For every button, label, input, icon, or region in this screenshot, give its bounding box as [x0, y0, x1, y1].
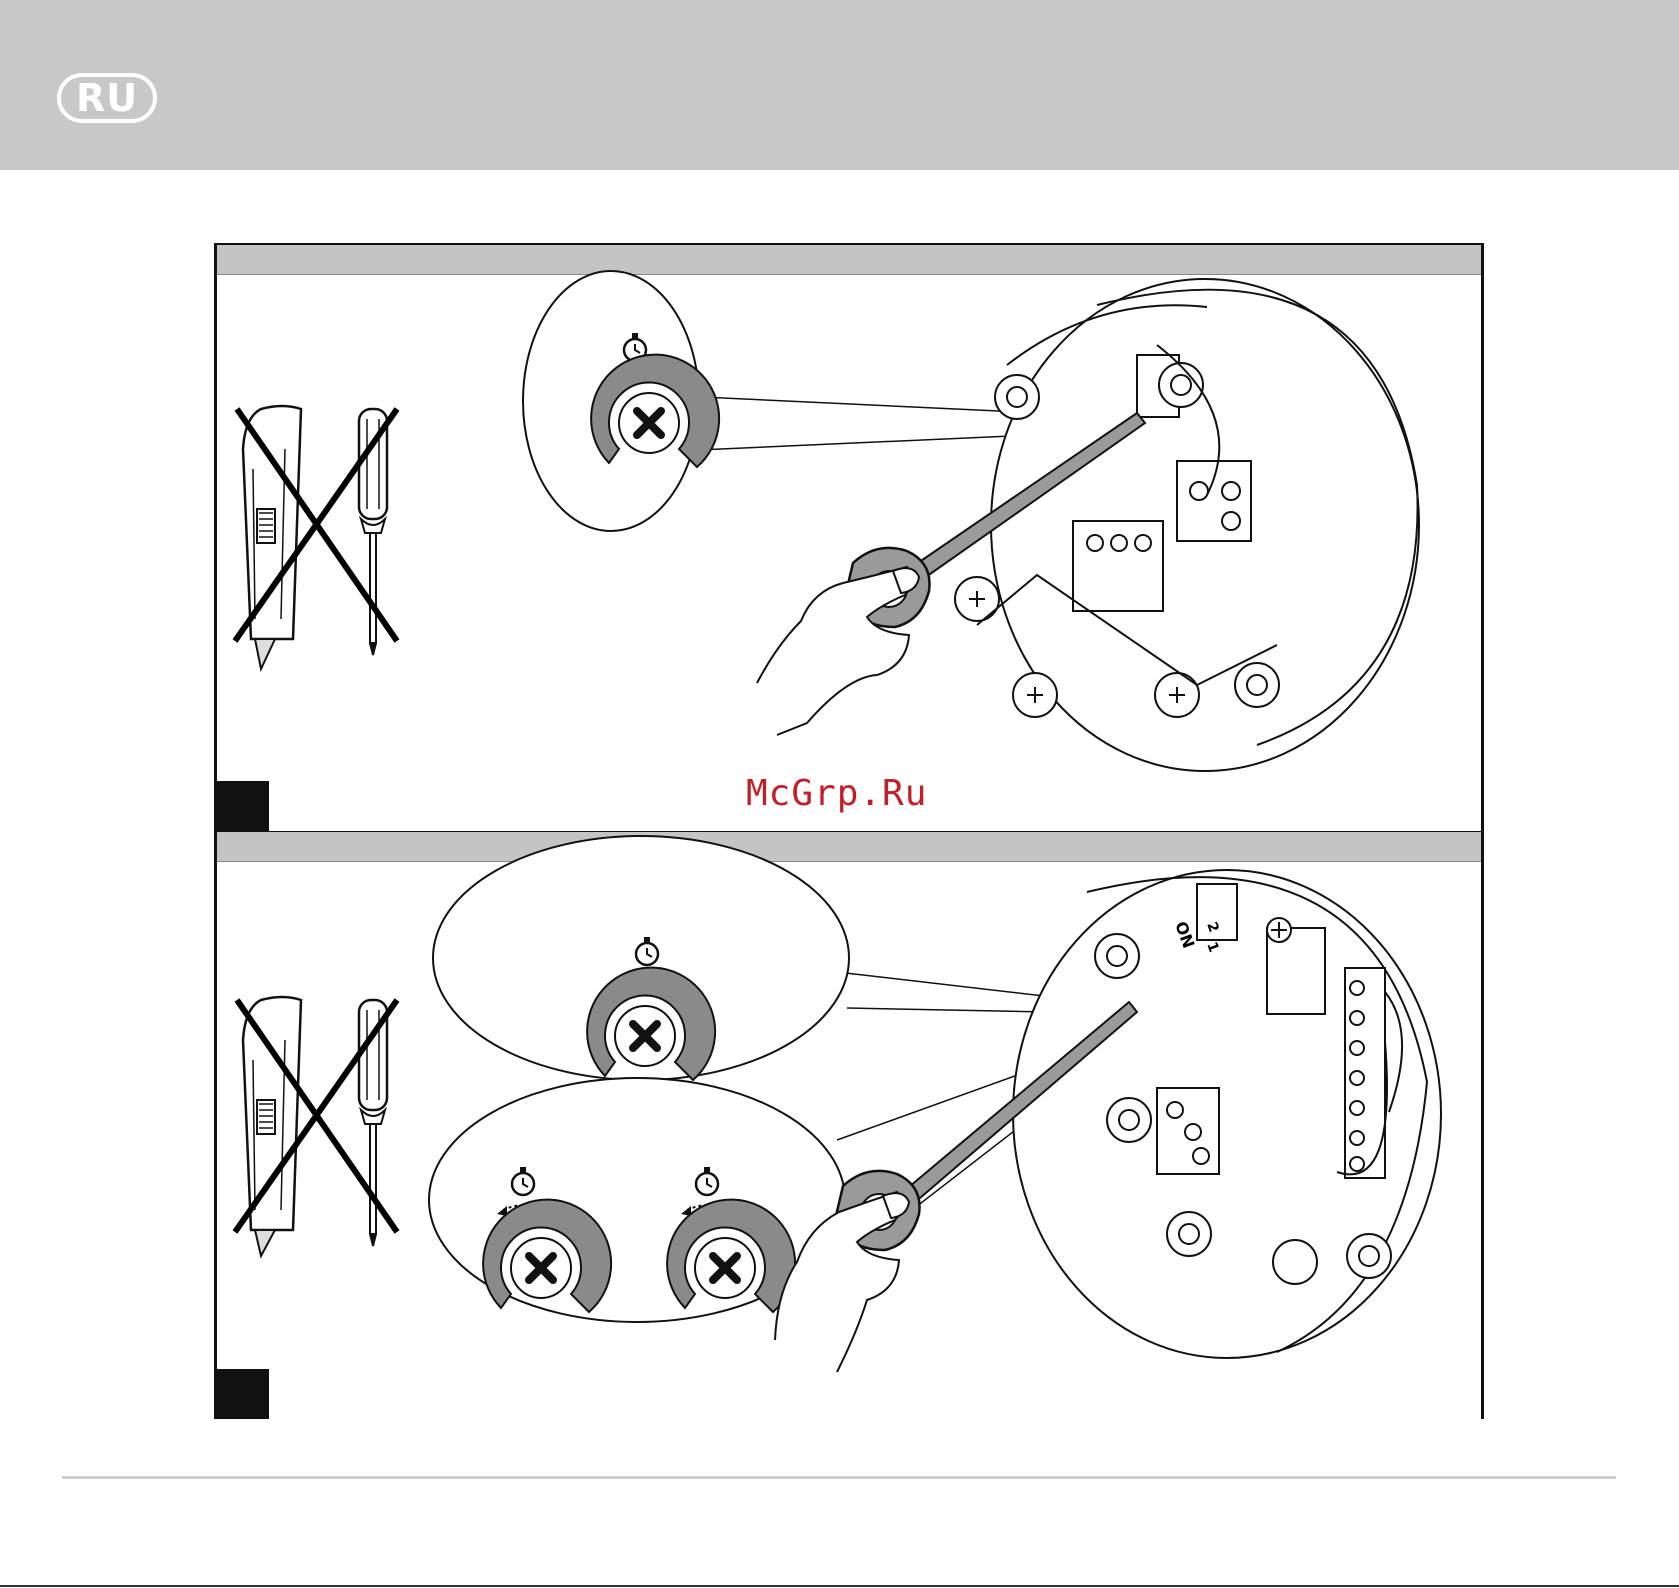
- hand-illustration: [757, 567, 919, 735]
- bottom-edge-rule: [0, 1585, 1679, 1587]
- header-band: RU: [0, 0, 1679, 170]
- device-base-illustration: [1013, 870, 1441, 1358]
- language-badge: RU: [57, 73, 157, 123]
- forbidden-tools-icon: [235, 406, 397, 669]
- watermark-text: McGrp.Ru: [746, 773, 927, 814]
- instruction-panel-1: [214, 243, 1484, 833]
- footer-divider: [62, 1476, 1616, 1479]
- illustration-wrench-adjustment: [217, 245, 1481, 831]
- illustration-wrench-adjustment-2: ON 1 2: [217, 832, 1481, 1419]
- device-base-illustration: [955, 279, 1419, 771]
- forbidden-tools-icon: [235, 997, 397, 1256]
- instruction-panel-2: ON 1 2: [214, 832, 1484, 1419]
